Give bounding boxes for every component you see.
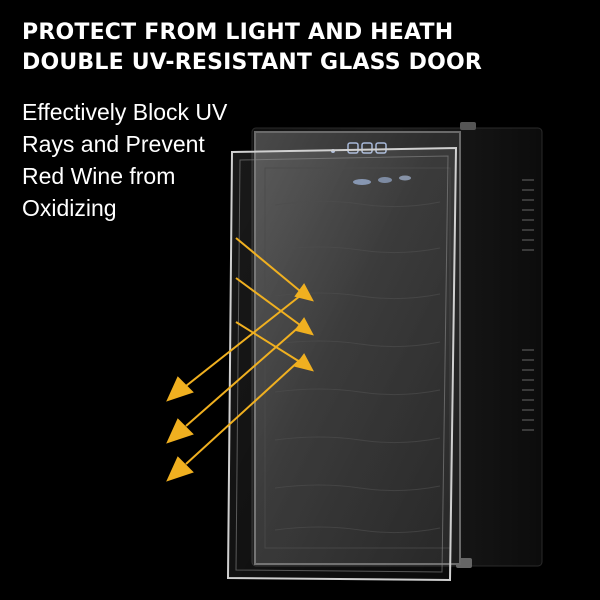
description-line-3: Red Wine from: [22, 163, 176, 189]
uv-ray-arrow-icon: [235, 237, 314, 372]
headline-line-1: PROTECT FROM LIGHT AND HEATH: [22, 20, 454, 45]
headline-line-2: DOUBLE UV-RESISTANT GLASS DOOR: [22, 50, 483, 75]
glass-pane-outline: [226, 146, 458, 582]
uv-ray-arrow-icon: [166, 291, 306, 482]
description-line-4: Oxidizing: [22, 195, 117, 221]
description: Effectively Block UV Rays and Prevent Re…: [22, 96, 262, 224]
description-line-2: Rays and Prevent: [22, 131, 205, 157]
description-line-1: Effectively Block UV: [22, 99, 228, 125]
side-vent: [522, 179, 534, 431]
headline: PROTECT FROM LIGHT AND HEATH DOUBLE UV-R…: [22, 18, 592, 78]
